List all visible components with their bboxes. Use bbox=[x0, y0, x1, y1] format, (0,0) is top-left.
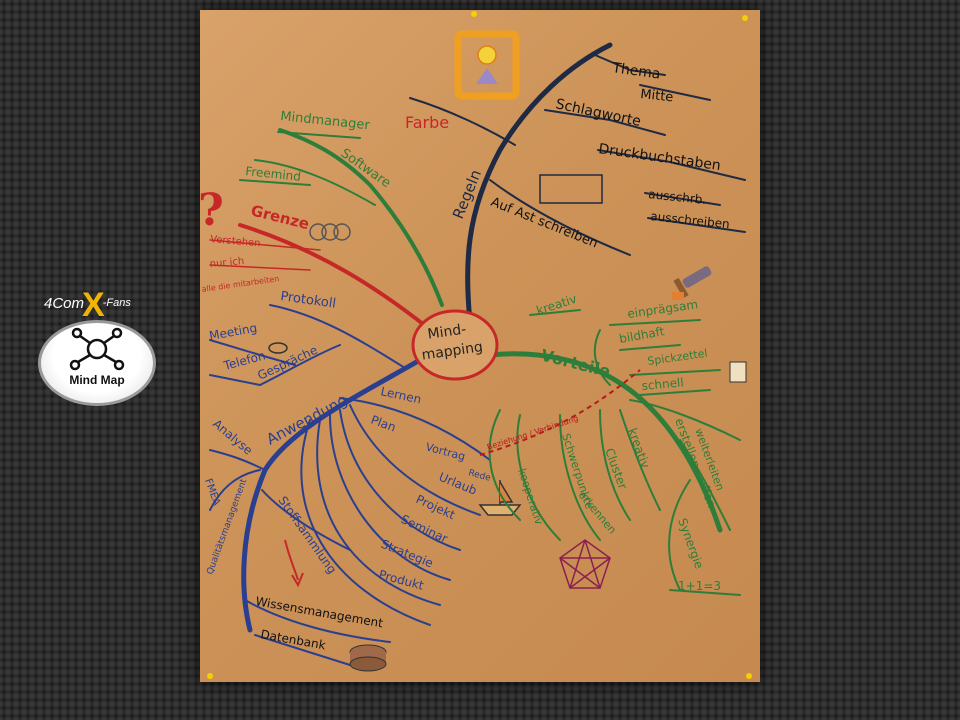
mindmap-badge: 4ComX-Fans Mind Map bbox=[30, 262, 165, 412]
regeln-item-schlagworte: Schlagworte bbox=[554, 96, 642, 130]
branch-label-grenze: Grenze bbox=[249, 201, 311, 233]
vorteile-item-synergie: Synergie bbox=[675, 516, 706, 570]
branch-label-anwendung: Anwendung bbox=[263, 391, 350, 449]
anwendung-item-stoffsammlung: Stoffsammlung bbox=[276, 494, 340, 577]
anwendung-item-meeting: Meeting bbox=[208, 321, 258, 343]
vorteile-item-schnell: schnell bbox=[641, 375, 684, 393]
svg-text:?: ? bbox=[200, 185, 224, 236]
network-pentagon-icon bbox=[559, 539, 611, 589]
grenze-item-nur-ich: nur ich bbox=[209, 256, 244, 270]
vorteile-item-cluster: Cluster bbox=[602, 446, 630, 491]
mindmap-drawing: ? bbox=[200, 11, 752, 679]
vorteile-item-einpraegsam: einprägsam bbox=[626, 297, 698, 321]
vorteile-item-kreativ-2: kreativ bbox=[625, 426, 652, 470]
badge-title: 4ComX-Fans bbox=[44, 278, 131, 324]
badge-label: Mind Map bbox=[69, 373, 125, 387]
badge-title-x: X bbox=[82, 286, 105, 324]
scroll-note-icon bbox=[729, 361, 747, 383]
link-dashed-line bbox=[479, 369, 641, 456]
branch-label-software: Software bbox=[338, 146, 394, 191]
vorteile-item-spickzettel: Spickzettel bbox=[647, 347, 709, 368]
branch-regeln-lines bbox=[409, 42, 746, 343]
branch-software-lines bbox=[239, 128, 444, 307]
vorteile-item-bildhaft: bildhaft bbox=[618, 324, 666, 346]
anwendung-item-fmea: FMEA bbox=[202, 477, 222, 507]
center-node bbox=[411, 309, 499, 381]
vorteile-item-kooperativ: kooperativ bbox=[515, 467, 546, 527]
phone-icon bbox=[268, 342, 288, 354]
regeln-item-druckbuchstaben: Druckbuchstaben bbox=[597, 141, 721, 174]
anwendung-item-strategie: Strategie bbox=[379, 537, 435, 571]
frame-rectangle bbox=[539, 174, 603, 204]
vorteile-item-kreativ-1: kreativ bbox=[535, 292, 579, 318]
branch-vorteile-lines bbox=[487, 309, 741, 596]
grenze-item-verstehen: Verstehen bbox=[210, 234, 261, 249]
pin-icons bbox=[207, 11, 752, 679]
anwendung-item-projekt: Projekt bbox=[414, 492, 458, 522]
badge-title-prefix: 4Com bbox=[44, 295, 85, 312]
regeln-item-farbe: Farbe bbox=[405, 113, 449, 132]
mindmap-photo: ? bbox=[200, 10, 760, 682]
anwendung-item-plan: Plan bbox=[369, 413, 398, 435]
branch-anwendung-lines bbox=[209, 304, 491, 666]
boat-icon bbox=[478, 480, 522, 516]
database-icon bbox=[349, 644, 387, 672]
software-item-mindmanager: Mindmanager bbox=[280, 109, 371, 133]
anwendung-item-datenbank: Datenbank bbox=[259, 627, 326, 652]
branch-label-vorteile: Vorteile bbox=[539, 345, 612, 381]
badge-title-suffix: -Fans bbox=[102, 297, 131, 309]
portrait-frame-icon bbox=[454, 30, 520, 100]
anwendung-item-protokoll: Protokoll bbox=[279, 289, 336, 312]
software-item-freemind: Freemind bbox=[245, 164, 302, 184]
regeln-item-mitte: Mitte bbox=[640, 87, 674, 105]
grenze-item-alle: alle die mitarbeiten bbox=[201, 274, 280, 294]
red-arrow-head bbox=[291, 572, 304, 588]
red-arrow bbox=[284, 539, 299, 581]
network-icon bbox=[69, 327, 125, 371]
anwendung-item-wissensmanagement: Wissensmanagement bbox=[254, 594, 384, 630]
branch-grenze-lines bbox=[209, 223, 430, 330]
badge-circle: Mind Map bbox=[38, 320, 156, 406]
vorteile-item-synergie-formula: 1+1=3 bbox=[678, 579, 721, 593]
anwendung-item-produkt: Produkt bbox=[377, 567, 425, 592]
regeln-item-ausschreiben: ausschreiben bbox=[650, 209, 731, 231]
regeln-item-thema: Thema bbox=[610, 60, 661, 83]
hammer-icon bbox=[672, 266, 712, 300]
anwendung-item-lernen: Lernen bbox=[379, 384, 422, 406]
question-mark-icon: ? bbox=[200, 185, 224, 236]
center-label-line1: Mind- bbox=[427, 321, 468, 342]
rings-icon bbox=[309, 223, 351, 241]
regeln-item-ausschrb: ausschrb. bbox=[648, 187, 707, 207]
anwendung-item-vortrag: Vortrag bbox=[424, 440, 466, 463]
